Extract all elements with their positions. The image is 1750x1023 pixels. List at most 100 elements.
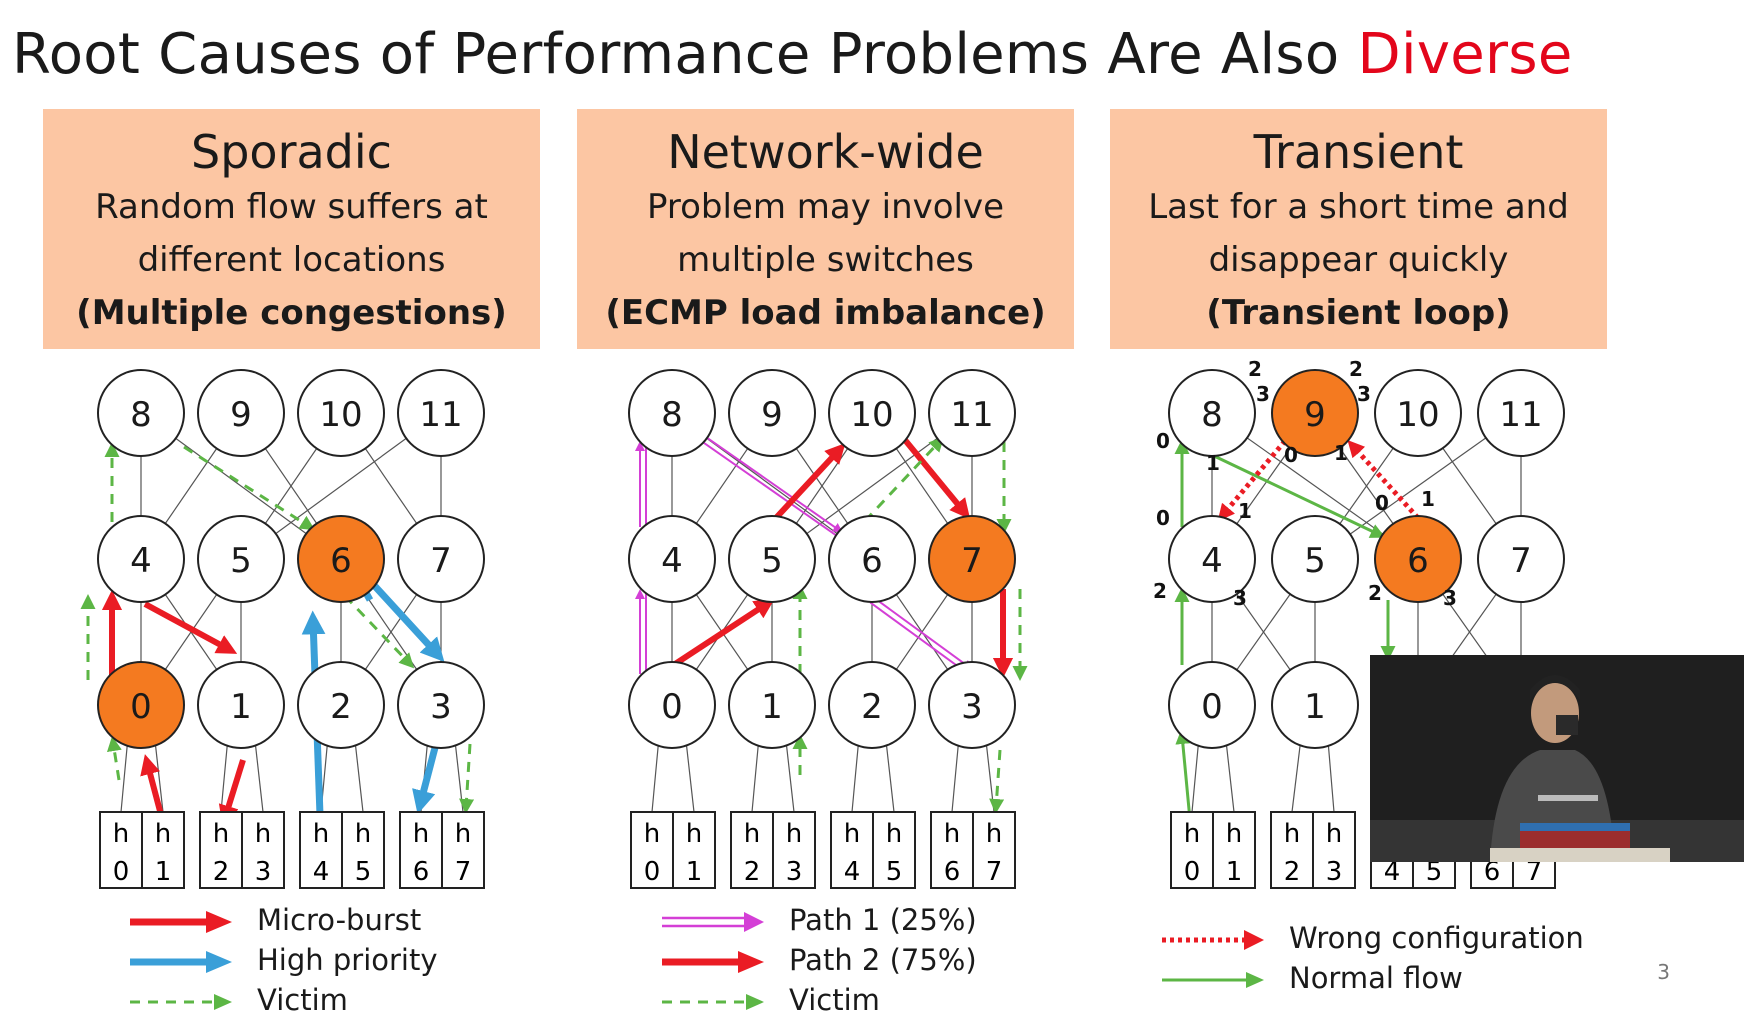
host-letter: h [1326,819,1342,849]
switch-node-11: 11 [928,369,1016,457]
switch-node-7: 7 [1477,515,1565,603]
victim-arrow [989,749,1005,814]
switch-label: 10 [1396,395,1439,435]
legend-item-micro-burst: Micro-burst [128,903,438,943]
switch-label: 8 [1201,395,1223,435]
switch-label: 1 [761,687,783,727]
switch-circle [928,515,1016,603]
host-number: 7 [986,857,1003,887]
legend-item-victim: Victim [660,983,977,1023]
topology-links [120,412,1535,813]
switch-node-8: 8 [97,369,185,457]
host-rect [1270,811,1314,889]
card-line: Problem may involve [646,187,1005,227]
host-letter: h [213,819,229,849]
legend-label: Victim [789,983,880,1017]
host-number: 4 [844,857,861,887]
host-number: 3 [1326,857,1343,887]
host-letter: h [1184,819,1200,849]
slide-title: Root Causes of Performance Problems Are … [12,22,1573,87]
host-number: 1 [686,857,703,887]
legend-label: Path 2 (75%) [789,943,977,977]
switch-circle [1271,515,1359,603]
host-rect [872,811,916,889]
micro-burst-arrow [218,759,246,826]
switch-circle [397,515,485,603]
switch-node-0: 0 [1168,661,1256,749]
port-label: 3 [1256,382,1270,406]
switch-circle [828,661,916,749]
card-line: multiple switches [677,240,974,280]
port-label: 1 [1421,487,1435,511]
host-rect [341,811,385,889]
switch-label: 9 [230,395,252,435]
legend-label: Wrong configuration [1289,921,1584,955]
switch-node-9: 9 [728,369,816,457]
host-letter: h [313,819,329,849]
host-letter: h [844,819,860,849]
host-letter: h [744,819,760,849]
switch-node-1: 1 [197,661,285,749]
port-label: 3 [1233,586,1247,610]
switch-label: 11 [1499,395,1542,435]
host-number: 5 [355,857,372,887]
switch-circle [728,369,816,457]
switch-label: 6 [861,541,883,581]
switch-node-7: 7 [928,515,1016,603]
host-rect [830,811,874,889]
path1-arrow [873,596,973,670]
switch-node-9: 9 [197,369,285,457]
slide-number: 3 [1657,960,1670,984]
host-number: 2 [1284,857,1301,887]
switch-label: 3 [961,687,983,727]
switch-label: 8 [130,395,152,435]
switch-label: 2 [861,687,883,727]
switch-circle [397,661,485,749]
legend-panel-2: Path 1 (25%) Path 2 (75%) Victim [660,903,977,1023]
host-box: h0 [99,811,143,889]
card-sporadic: Sporadic Random flow suffers at differen… [43,109,540,349]
host-letter: h [686,819,702,849]
victim-arrow [863,436,945,523]
switch-node-10: 10 [297,369,385,457]
card-line: disappear quickly [1208,240,1509,280]
host-rect [241,811,285,889]
host-letter: h [1226,819,1242,849]
card-cause: (Transient loop) [1206,293,1511,333]
host-letter: h [355,819,371,849]
legend-label: Path 1 (25%) [789,903,977,937]
switch-node-6: 6 [828,515,916,603]
switch-circle [197,661,285,749]
switch-circle [828,369,916,457]
switch-circle [197,515,285,603]
host-letter: h [255,819,271,849]
flow-arrows [80,436,1420,831]
switch-label: 9 [1304,395,1326,435]
host-letter: h [944,819,960,849]
port-label: 1 [1238,499,1252,523]
legend-label: Victim [257,983,348,1017]
switch-label: 6 [330,541,352,581]
host-rect [972,811,1016,889]
switch-label: 1 [1304,687,1326,727]
switch-circle [1168,515,1256,603]
port-label: 0 [1375,491,1389,515]
switch-label: 4 [130,541,152,581]
path1-arrow [869,601,967,674]
card-heading: Network-wide [667,125,984,179]
legend-item-victim: Victim [128,983,438,1023]
host-box: h6 [930,811,974,889]
legend-panel-1: Micro-burst High priority Victim [128,903,438,1023]
legend-item-path-1: Path 1 (25%) [660,903,977,943]
host-rect [141,811,185,889]
host-rect [772,811,816,889]
victim-arrow [106,736,122,781]
host-number: 3 [786,857,803,887]
switch-node-10: 10 [1374,369,1462,457]
switch-label: 6 [1407,541,1429,581]
card-network-wide: Network-wide Problem may involve multipl… [577,109,1074,349]
host-box: h1 [1212,811,1256,889]
switch-node-6: 6 [297,515,385,603]
host-letter: h [986,819,1002,849]
